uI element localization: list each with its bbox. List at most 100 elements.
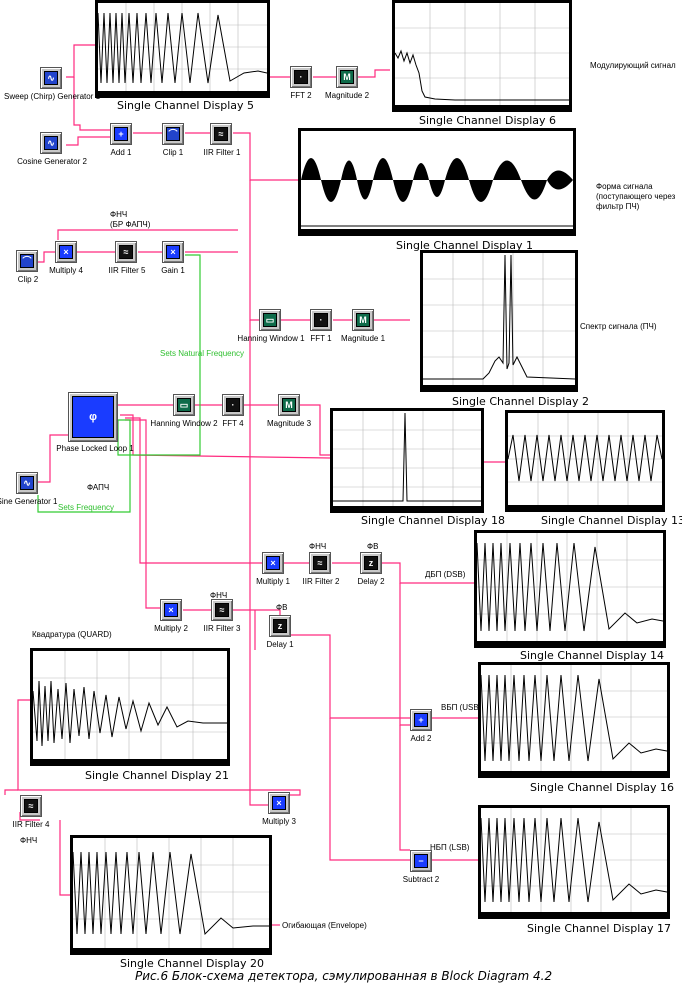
display-20-caption: Single Channel Display 20: [120, 957, 265, 970]
display-18-plot: [333, 411, 481, 506]
display-21-caption: Single Channel Display 21: [85, 769, 230, 782]
display-16-caption: Single Channel Display 16: [530, 781, 675, 794]
delay2-label: Delay 2: [357, 577, 385, 586]
magnitude-icon: M: [282, 398, 296, 412]
pll-block[interactable]: φ: [68, 392, 118, 442]
iir4-label: IIR Filter 4: [12, 820, 50, 829]
note-lpf-a: ФНЧ: [309, 542, 327, 551]
iir4-block[interactable]: ≈: [20, 795, 42, 817]
iir2-block[interactable]: ≈: [309, 552, 331, 574]
note-envelope: Огибающая (Envelope): [282, 921, 367, 930]
multiply2-block[interactable]: ×: [160, 599, 182, 621]
clip2-label: Clip 2: [17, 275, 39, 284]
display-13-caption: Single Channel Display 13: [541, 514, 682, 527]
magnitude2-block[interactable]: M: [336, 66, 358, 88]
display-5-plot: [98, 3, 267, 91]
iir3-block[interactable]: ≈: [211, 599, 233, 621]
display-2-caption: Single Channel Display 2: [452, 395, 590, 408]
fft1-block[interactable]: ·: [310, 309, 332, 331]
cosine-generator-block[interactable]: ∿: [40, 132, 62, 154]
clip2-block[interactable]: ⌒: [16, 250, 38, 272]
display-1: [298, 128, 576, 236]
multiply1-block[interactable]: ×: [262, 552, 284, 574]
delay1-label: Delay 1: [266, 640, 294, 649]
gain1-block[interactable]: ×: [162, 241, 184, 263]
note-hpf-a: ФВ: [367, 542, 379, 551]
add1-label: Add 1: [110, 148, 132, 157]
delay1-block[interactable]: z: [269, 615, 291, 637]
magnitude1-block[interactable]: M: [352, 309, 374, 331]
note-sets-frequency: Sets Frequency: [58, 503, 115, 512]
gain-icon: ×: [166, 245, 180, 259]
note-lpf-b: ФНЧ: [210, 591, 228, 600]
subtract2-block[interactable]: −: [410, 850, 432, 872]
filter-icon: ≈: [215, 603, 229, 617]
display-17-caption: Single Channel Display 17: [527, 922, 672, 935]
sine-generator-block[interactable]: ∿: [16, 472, 38, 494]
display-14-caption: Single Channel Display 14: [520, 649, 665, 662]
filter-icon: ≈: [214, 127, 228, 141]
delay2-block[interactable]: z: [360, 552, 382, 574]
fft4-block[interactable]: ·: [222, 394, 244, 416]
note-signal-form-2: (поступающего через: [596, 192, 676, 201]
delay-icon: z: [364, 556, 378, 570]
note-signal-form-1: Форма сигнала: [596, 182, 653, 191]
note-modulating-signal: Модулирующий сигнал: [590, 61, 676, 70]
display-16-plot: [481, 665, 667, 771]
note-lpf-c: ФНЧ: [20, 836, 38, 845]
magnitude3-block[interactable]: M: [278, 394, 300, 416]
multiply4-label: Multiply 4: [49, 266, 83, 275]
multiply-icon: ×: [59, 245, 73, 259]
sweep-generator-label: Sweep (Chirp) Generator 1: [3, 92, 101, 101]
iir5-block[interactable]: ≈: [115, 241, 137, 263]
display-18: [330, 408, 484, 513]
multiply1-label: Multiply 1: [256, 577, 290, 586]
hanning2-label: Hanning Window 2: [150, 419, 218, 428]
sine-generator-label: Sine Generator 1: [0, 497, 58, 506]
multiply4-block[interactable]: ×: [55, 241, 77, 263]
multiply3-block[interactable]: ×: [268, 792, 290, 814]
add2-block[interactable]: +: [410, 709, 432, 731]
clip1-block[interactable]: ⌒: [162, 123, 184, 145]
display-17: [478, 805, 670, 919]
window-icon: ▭: [177, 398, 191, 412]
multiply3-label: Multiply 3: [262, 817, 296, 826]
iir1-label: IIR Filter 1: [203, 148, 241, 157]
magnitude-icon: M: [356, 313, 370, 327]
hanning1-block[interactable]: ▭: [259, 309, 281, 331]
note-quadrature: Квадратура (QUARD): [32, 630, 112, 639]
fft2-block[interactable]: ·: [290, 66, 312, 88]
display-13: [505, 410, 665, 512]
display-2-plot: [423, 253, 575, 385]
note-lpf-pll-2: (БР ФАПЧ): [110, 220, 151, 229]
iir1-block[interactable]: ≈: [210, 123, 232, 145]
pll-icon: φ: [72, 396, 114, 438]
display-18-caption: Single Channel Display 18: [361, 514, 506, 527]
minus-icon: −: [414, 854, 428, 868]
note-spectrum: Спектр сигнала (ПЧ): [580, 322, 657, 331]
fft4-label: FFT 4: [222, 419, 244, 428]
display-5: [95, 0, 270, 98]
sweep-generator-block[interactable]: ∿: [40, 67, 62, 89]
subtract2-label: Subtract 2: [402, 875, 440, 884]
magnitude2-label: Magnitude 2: [324, 91, 370, 100]
note-pll: ФАПЧ: [87, 483, 110, 492]
note-signal-form-3: фильтр ПЧ): [596, 202, 640, 211]
clip-icon: ⌒: [20, 254, 34, 268]
display-21: [30, 648, 230, 766]
note-sets-natural-frequency: Sets Natural Frequency: [160, 349, 245, 358]
multiply-icon: ×: [266, 556, 280, 570]
note-usb: ВБП (USB): [441, 703, 482, 712]
fft-icon: ·: [314, 313, 328, 327]
filter-icon: ≈: [119, 245, 133, 259]
window-icon: ▭: [263, 313, 277, 327]
gain1-label: Gain 1: [161, 266, 185, 275]
add1-block[interactable]: +: [110, 123, 132, 145]
magnitude3-label: Magnitude 3: [266, 419, 312, 428]
display-21-plot: [33, 651, 227, 759]
display-1-caption: Single Channel Display 1: [396, 239, 534, 252]
magnitude1-label: Magnitude 1: [340, 334, 386, 343]
hanning2-block[interactable]: ▭: [173, 394, 195, 416]
iir3-label: IIR Filter 3: [203, 624, 241, 633]
